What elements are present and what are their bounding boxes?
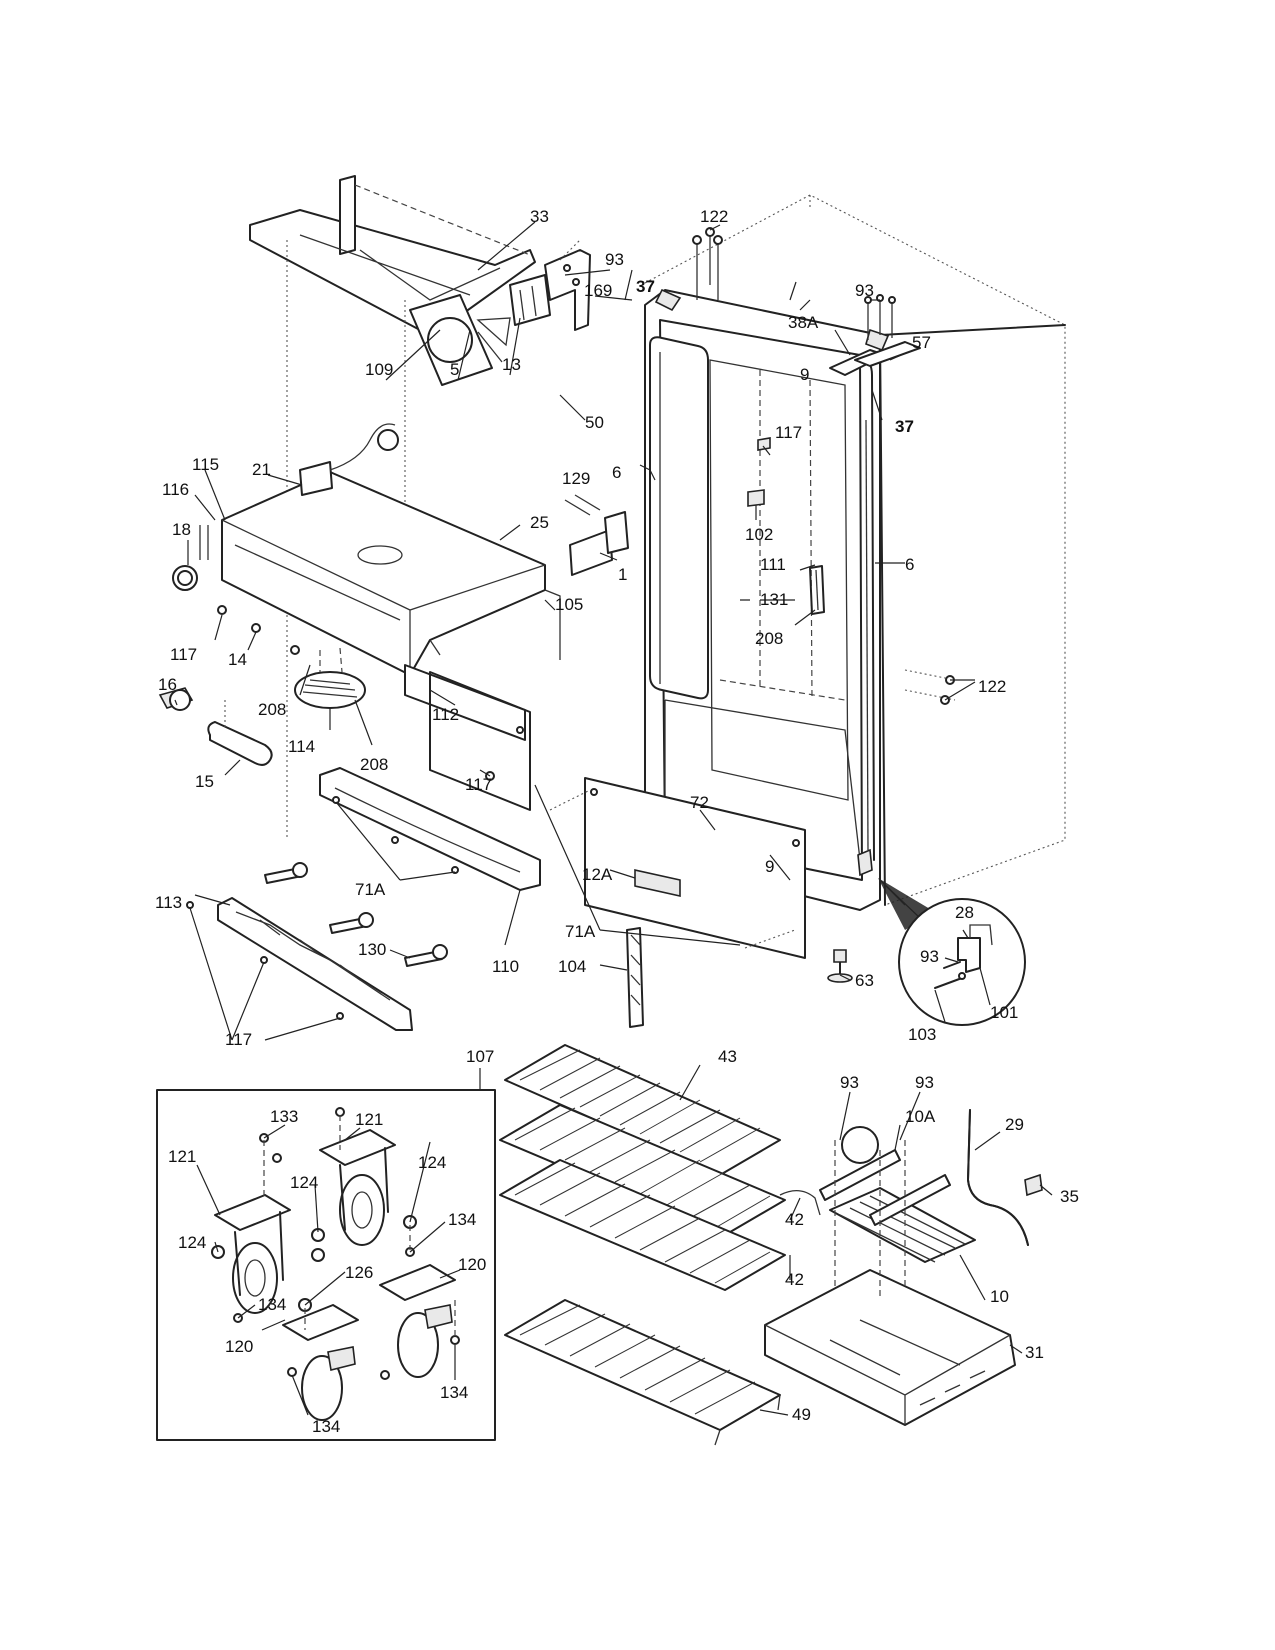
label-122-side: 122 <box>978 677 1006 696</box>
label-9-bottom: 9 <box>765 857 774 876</box>
evaporator-cover <box>172 423 561 676</box>
label-57: 57 <box>912 333 931 352</box>
caster-kit-box <box>156 1068 496 1441</box>
label-117-mid: 117 <box>465 775 492 794</box>
label-15: 15 <box>195 772 214 791</box>
callout-labels: 33 122 93 37 169 13 5 109 50 93 38A 57 9… <box>155 207 1079 1436</box>
label-35: 35 <box>1060 1187 1079 1206</box>
label-71A-left: 71A <box>355 880 386 899</box>
label-10: 10 <box>990 1287 1009 1306</box>
label-134-right-bottom: 134 <box>440 1383 468 1402</box>
label-31: 31 <box>1025 1343 1044 1362</box>
label-93-top-left: 93 <box>605 250 624 269</box>
thermometer-104 <box>626 927 644 1028</box>
label-49: 49 <box>792 1405 811 1424</box>
label-37-right: 37 <box>895 417 914 436</box>
label-72: 72 <box>690 793 709 812</box>
label-111: 111 <box>760 555 786 574</box>
label-117-bottom: 117 <box>225 1030 252 1049</box>
label-208-right: 208 <box>360 755 388 774</box>
label-12A: 12A <box>582 865 613 884</box>
drain-pan-assembly <box>764 1109 1043 1426</box>
label-110: 110 <box>492 957 519 976</box>
label-71A-right: 71A <box>565 922 596 941</box>
label-10A: 10A <box>905 1107 936 1126</box>
label-105: 105 <box>555 595 583 614</box>
label-21: 21 <box>252 460 271 479</box>
label-130: 130 <box>358 940 386 959</box>
wire-shelves <box>499 1044 786 1446</box>
label-25: 25 <box>530 513 549 532</box>
label-9-top: 9 <box>800 365 809 384</box>
label-112: 112 <box>432 705 459 724</box>
light-socket <box>158 687 273 766</box>
label-122-top: 122 <box>700 207 728 226</box>
label-208-cabinet: 208 <box>755 629 783 648</box>
label-117-cabinet: 117 <box>775 423 802 442</box>
fan-assembly <box>409 239 591 386</box>
label-93-top-right: 93 <box>855 281 874 300</box>
label-134-right-top: 134 <box>448 1210 476 1229</box>
label-63: 63 <box>855 971 874 990</box>
label-43: 43 <box>718 1047 737 1066</box>
lower-bracket <box>186 862 448 1031</box>
label-93-pan-left: 93 <box>840 1073 859 1092</box>
label-18: 18 <box>172 520 191 539</box>
label-133: 133 <box>270 1107 298 1126</box>
label-93-detail: 93 <box>920 947 939 966</box>
label-117-left: 117 <box>170 645 197 664</box>
label-42-top: 42 <box>785 1210 804 1229</box>
label-5: 5 <box>450 360 459 379</box>
label-131: 131 <box>760 590 788 609</box>
label-121-right: 121 <box>355 1110 383 1129</box>
label-134-bottom: 134 <box>312 1417 340 1436</box>
label-120-left: 120 <box>225 1337 253 1356</box>
label-102: 102 <box>745 525 773 544</box>
label-6-left: 6 <box>612 463 621 482</box>
label-42-bottom: 42 <box>785 1270 804 1289</box>
evaporator-back-panel <box>404 664 531 811</box>
label-103: 103 <box>908 1025 936 1044</box>
label-124-mid: 124 <box>290 1173 318 1192</box>
label-129: 129 <box>562 469 590 488</box>
label-16: 16 <box>158 675 177 694</box>
label-120-right: 120 <box>458 1255 486 1274</box>
label-109: 109 <box>365 360 393 379</box>
label-124-left: 124 <box>178 1233 206 1252</box>
label-208-left: 208 <box>258 700 286 719</box>
air-duct-top <box>249 175 536 331</box>
label-50: 50 <box>585 413 604 432</box>
front-rail <box>319 767 541 891</box>
label-121-left: 121 <box>168 1147 196 1166</box>
label-37-left: 37 <box>636 277 655 296</box>
label-124-right: 124 <box>418 1153 446 1172</box>
hinge-detail-circle <box>878 878 1026 1026</box>
label-1: 1 <box>618 565 627 584</box>
label-134-left: 134 <box>258 1295 286 1314</box>
label-126: 126 <box>345 1263 373 1282</box>
label-38A: 38A <box>788 313 819 332</box>
label-101: 101 <box>990 1003 1018 1022</box>
label-33: 33 <box>530 207 549 226</box>
toe-grille-panel <box>549 777 806 959</box>
label-107: 107 <box>466 1047 494 1066</box>
label-13: 13 <box>502 355 521 374</box>
small-bracket <box>564 494 629 576</box>
label-29: 29 <box>1005 1115 1024 1134</box>
label-116: 116 <box>162 480 189 499</box>
label-93-pan-right: 93 <box>915 1073 934 1092</box>
label-104: 104 <box>558 957 586 976</box>
label-28: 28 <box>955 903 974 922</box>
label-169: 169 <box>584 281 612 300</box>
label-115: 115 <box>192 455 219 474</box>
label-113: 113 <box>155 893 182 912</box>
leader-lines <box>174 221 1053 1416</box>
label-14: 14 <box>228 650 247 669</box>
label-6-right: 6 <box>905 555 914 574</box>
label-114: 114 <box>288 737 315 756</box>
